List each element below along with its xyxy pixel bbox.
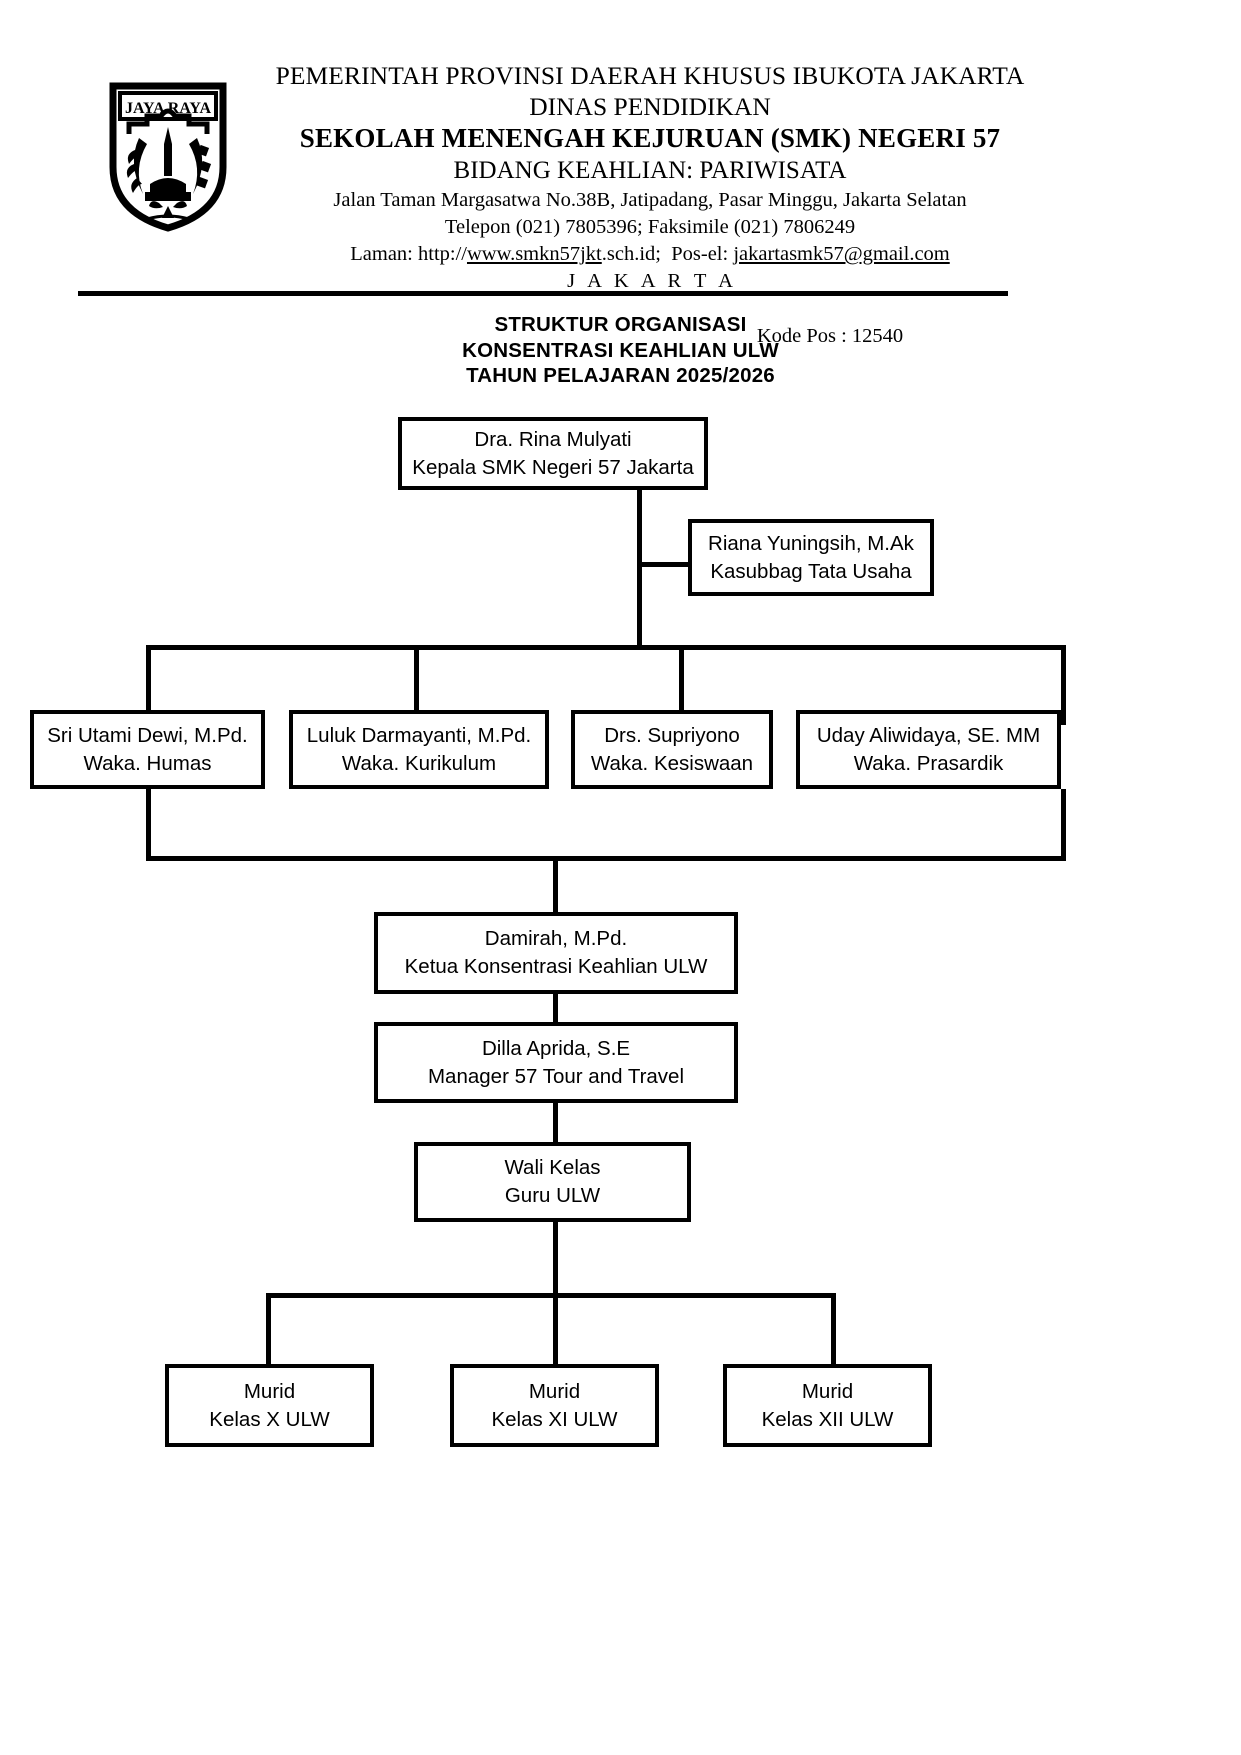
chart-title: STRUKTUR ORGANISASI KONSENTRASI KEAHLIAN…	[0, 312, 1241, 389]
node-waka-kurikulum-name: Luluk Darmayanti, M.Pd.	[306, 723, 532, 747]
letterhead: JAYA RAYA PEMERINTAH PROVINSI DA	[0, 60, 1241, 347]
node-waka-prasardik-name: Uday Aliwidaya, SE. MM	[816, 723, 1041, 747]
node-wali-kelas-role: Guru ULW	[504, 1184, 601, 1207]
node-waka-humas-name: Sri Utami Dewi, M.Pd.	[47, 723, 248, 747]
node-murid-x-role: Kelas X ULW	[209, 1407, 330, 1431]
letterhead-line-city: J A K A R T A	[567, 270, 737, 292]
node-tata-usaha-role: Kasubbag Tata Usaha	[710, 559, 912, 583]
connector-waka-left-leg	[146, 789, 151, 861]
node-waka-kurikulum-role: Waka. Kurikulum	[341, 751, 497, 775]
connector-principal-to-tata-usaha	[637, 562, 691, 567]
jakarta-crest-logo: JAYA RAYA	[103, 72, 233, 232]
node-waka-prasardik[interactable]: Uday Aliwidaya, SE. MM Waka. Prasardik	[796, 710, 1061, 789]
node-ketua-konsentrasi[interactable]: Damirah, M.Pd. Ketua Konsentrasi Keahlia…	[374, 912, 738, 994]
email-label: Pos-el:	[671, 243, 729, 265]
connector-ketua-to-manager	[553, 993, 558, 1023]
connector-manager-to-wali	[553, 1102, 558, 1142]
letterhead-line-phone: Telepon (021) 7805396; Faksimile (021) 7…	[444, 216, 856, 238]
node-principal[interactable]: Dra. Rina Mulyati Kepala SMK Negeri 57 J…	[398, 417, 708, 490]
node-waka-humas[interactable]: Sri Utami Dewi, M.Pd. Waka. Humas	[30, 710, 265, 789]
node-manager-role: Manager 57 Tour and Travel	[427, 1064, 685, 1088]
letterhead-text-block: PEMERINTAH PROVINSI DAERAH KHUSUS IBUKOT…	[200, 60, 1100, 295]
node-wali-kelas-name: Wali Kelas	[504, 1156, 601, 1179]
node-murid-xi-name: Murid	[528, 1379, 581, 1403]
connector-murid-drop-3	[831, 1293, 836, 1365]
website-link[interactable]: www.smkn57jkt	[466, 243, 602, 265]
node-manager-name: Dilla Aprida, S.E	[481, 1036, 631, 1060]
connector-waka-bus	[146, 645, 1066, 650]
node-waka-kesiswaan-name: Drs. Supriyono	[604, 723, 740, 747]
crest-motto-text: JAYA RAYA	[125, 100, 212, 117]
node-tata-usaha-name: Riana Yuningsih, M.Ak	[708, 531, 914, 555]
letterhead-divider-rule	[78, 291, 1008, 296]
letterhead-line-province: PEMERINTAH PROVINSI DAERAH KHUSUS IBUKOT…	[275, 61, 1025, 90]
node-murid-xii-name: Murid	[801, 1379, 854, 1403]
chart-title-line-2: KONSENTRASI KEAHLIAN ULW	[462, 338, 779, 362]
node-murid-xi-role: Kelas XI ULW	[491, 1407, 618, 1431]
connector-murid-drop-1	[266, 1293, 271, 1365]
node-tata-usaha[interactable]: Riana Yuningsih, M.Ak Kasubbag Tata Usah…	[688, 519, 934, 596]
letterhead-line-web-email: Laman: http://www.smkn57jkt.sch.id; Pos-…	[200, 241, 1100, 268]
node-principal-name: Dra. Rina Mulyati	[474, 427, 632, 451]
connector-principal-down	[637, 490, 642, 650]
chart-title-line-1: STRUKTUR ORGANISASI	[494, 313, 747, 336]
node-ketua-name: Damirah, M.Pd.	[484, 927, 628, 950]
connector-waka-bottom-bus	[146, 856, 1066, 861]
node-waka-prasardik-role: Waka. Prasardik	[853, 751, 1004, 775]
node-manager-tour-travel[interactable]: Dilla Aprida, S.E Manager 57 Tour and Tr…	[374, 1022, 738, 1103]
letterhead-line-field: BIDANG KEAHLIAN: PARIWISATA	[453, 157, 847, 184]
connector-waka-drop-1	[146, 645, 151, 725]
node-wali-kelas[interactable]: Wali Kelas Guru ULW	[414, 1142, 691, 1222]
web-suffix-text: .sch.id;	[601, 243, 661, 265]
connector-waka-drop-4	[1061, 645, 1066, 725]
node-murid-x-name: Murid	[243, 1379, 296, 1403]
letterhead-line-department: DINAS PENDIDIKAN	[529, 92, 771, 121]
node-ketua-role: Ketua Konsentrasi Keahlian ULW	[404, 955, 708, 978]
node-murid-kelas-xi[interactable]: Murid Kelas XI ULW	[450, 1364, 659, 1447]
web-prefix-text: Laman: http://	[350, 243, 467, 265]
node-waka-kesiswaan[interactable]: Drs. Supriyono Waka. Kesiswaan	[571, 710, 773, 789]
letterhead-line-school: SEKOLAH MENENGAH KEJURUAN (SMK) NEGERI 5…	[299, 123, 1001, 153]
connector-waka-right-leg	[1061, 789, 1066, 861]
connector-bus-to-ketua	[553, 856, 558, 914]
node-murid-xii-role: Kelas XII ULW	[761, 1407, 894, 1431]
letterhead-line-address: Jalan Taman Margasatwa No.38B, Jatipadan…	[333, 189, 967, 211]
node-murid-kelas-xii[interactable]: Murid Kelas XII ULW	[723, 1364, 932, 1447]
node-waka-kurikulum[interactable]: Luluk Darmayanti, M.Pd. Waka. Kurikulum	[289, 710, 549, 789]
connector-murid-drop-2	[553, 1293, 558, 1365]
node-waka-humas-role: Waka. Humas	[83, 751, 212, 775]
node-waka-kesiswaan-role: Waka. Kesiswaan	[590, 751, 754, 775]
connector-murid-bus	[266, 1293, 836, 1298]
connector-waka-drop-3	[679, 645, 684, 725]
email-link[interactable]: jakartasmk57@gmail.com	[733, 243, 950, 265]
connector-wali-down	[553, 1221, 558, 1297]
node-principal-role: Kepala SMK Negeri 57 Jakarta	[412, 455, 694, 479]
postal-code-text: Kode Pos : 12540	[756, 325, 904, 347]
node-murid-kelas-x[interactable]: Murid Kelas X ULW	[165, 1364, 374, 1447]
chart-title-line-3: TAHUN PELAJARAN 2025/2026	[466, 364, 775, 387]
connector-waka-drop-2	[414, 645, 419, 725]
